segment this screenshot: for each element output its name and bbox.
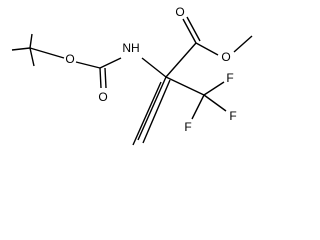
- bond-ester-c-o-double-b: [186, 16, 201, 42]
- bond-ester-o-methyl: [233, 35, 253, 53]
- bond-cf3-f-bottom: [191, 94, 205, 120]
- bond-ester-c-o-double-a: [182, 18, 197, 44]
- atom-label-f-right: F: [229, 109, 236, 123]
- bond-tbu-c-me-bottom: [29, 47, 35, 67]
- bond-carbamate-c-n: [99, 57, 122, 69]
- atom-label-nh: NH: [122, 41, 139, 55]
- bond-n-quaternary-c: [141, 57, 167, 78]
- atom-label-carbamate-o: O: [65, 52, 74, 66]
- bond-quaternary-c-cf3: [165, 76, 205, 96]
- atom-label-f-bottom: F: [184, 120, 191, 134]
- bond-carbamate-c-o-double-b: [104, 67, 107, 89]
- bond-ester-c-o: [195, 42, 219, 56]
- bond-cf3-f-top: [203, 81, 225, 96]
- bond-alkyne-2: [132, 81, 162, 146]
- molecule-structure: O O NH O O F F F: [11, 5, 253, 146]
- atom-label-carbonyl-o-carbamate: O: [98, 90, 107, 104]
- bond-quaternary-c-ester-c: [165, 42, 197, 78]
- atom-label-carbonyl-o-ester: O: [175, 5, 184, 19]
- atom-label-f-top: F: [226, 71, 233, 85]
- bond-tbu-c-me-left: [11, 47, 31, 51]
- bond-tbu-c-o: [29, 47, 65, 59]
- bond-o-carbamate-c: [75, 61, 101, 69]
- bond-alkyne-1: [137, 76, 167, 141]
- bond-cf3-f-right: [203, 94, 227, 112]
- bond-carbamate-c-o-double-a: [99, 67, 102, 89]
- atom-label-ester-o: O: [221, 50, 230, 64]
- bond-alkyne-3: [142, 79, 171, 144]
- bond-tbu-c-me-top: [29, 33, 33, 49]
